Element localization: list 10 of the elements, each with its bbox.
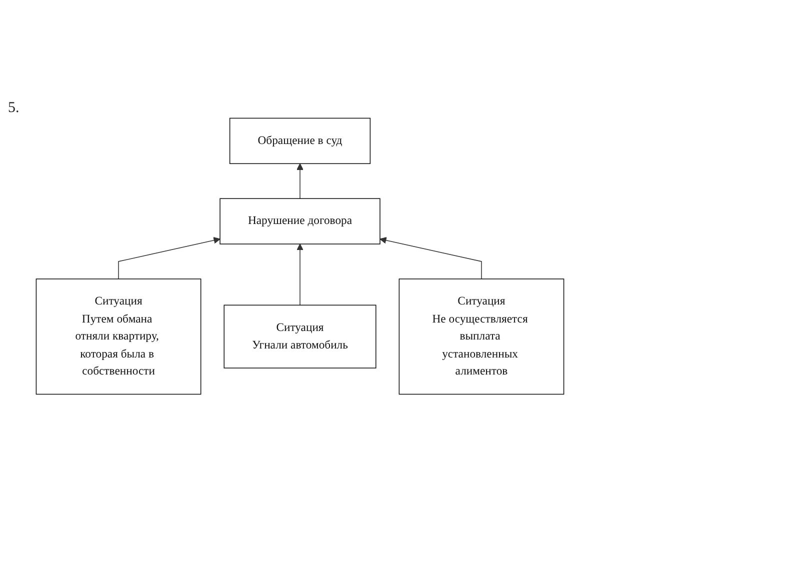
number-label: 5. bbox=[8, 100, 20, 117]
node-box: Ситуация Угнали автомобиль bbox=[224, 304, 376, 368]
arrow bbox=[296, 244, 304, 306]
node-box: Нарушение договора bbox=[220, 198, 380, 244]
node-box: Ситуация Не осуществляется выплата установленных алиментов bbox=[398, 278, 564, 395]
arrow bbox=[296, 163, 304, 199]
arrow bbox=[118, 237, 220, 280]
arrow bbox=[380, 237, 482, 280]
node-box: Обращение в суд bbox=[229, 118, 371, 164]
node-box: Ситуация Путем обмана отняли квартиру, которая была в собственности bbox=[36, 278, 202, 395]
